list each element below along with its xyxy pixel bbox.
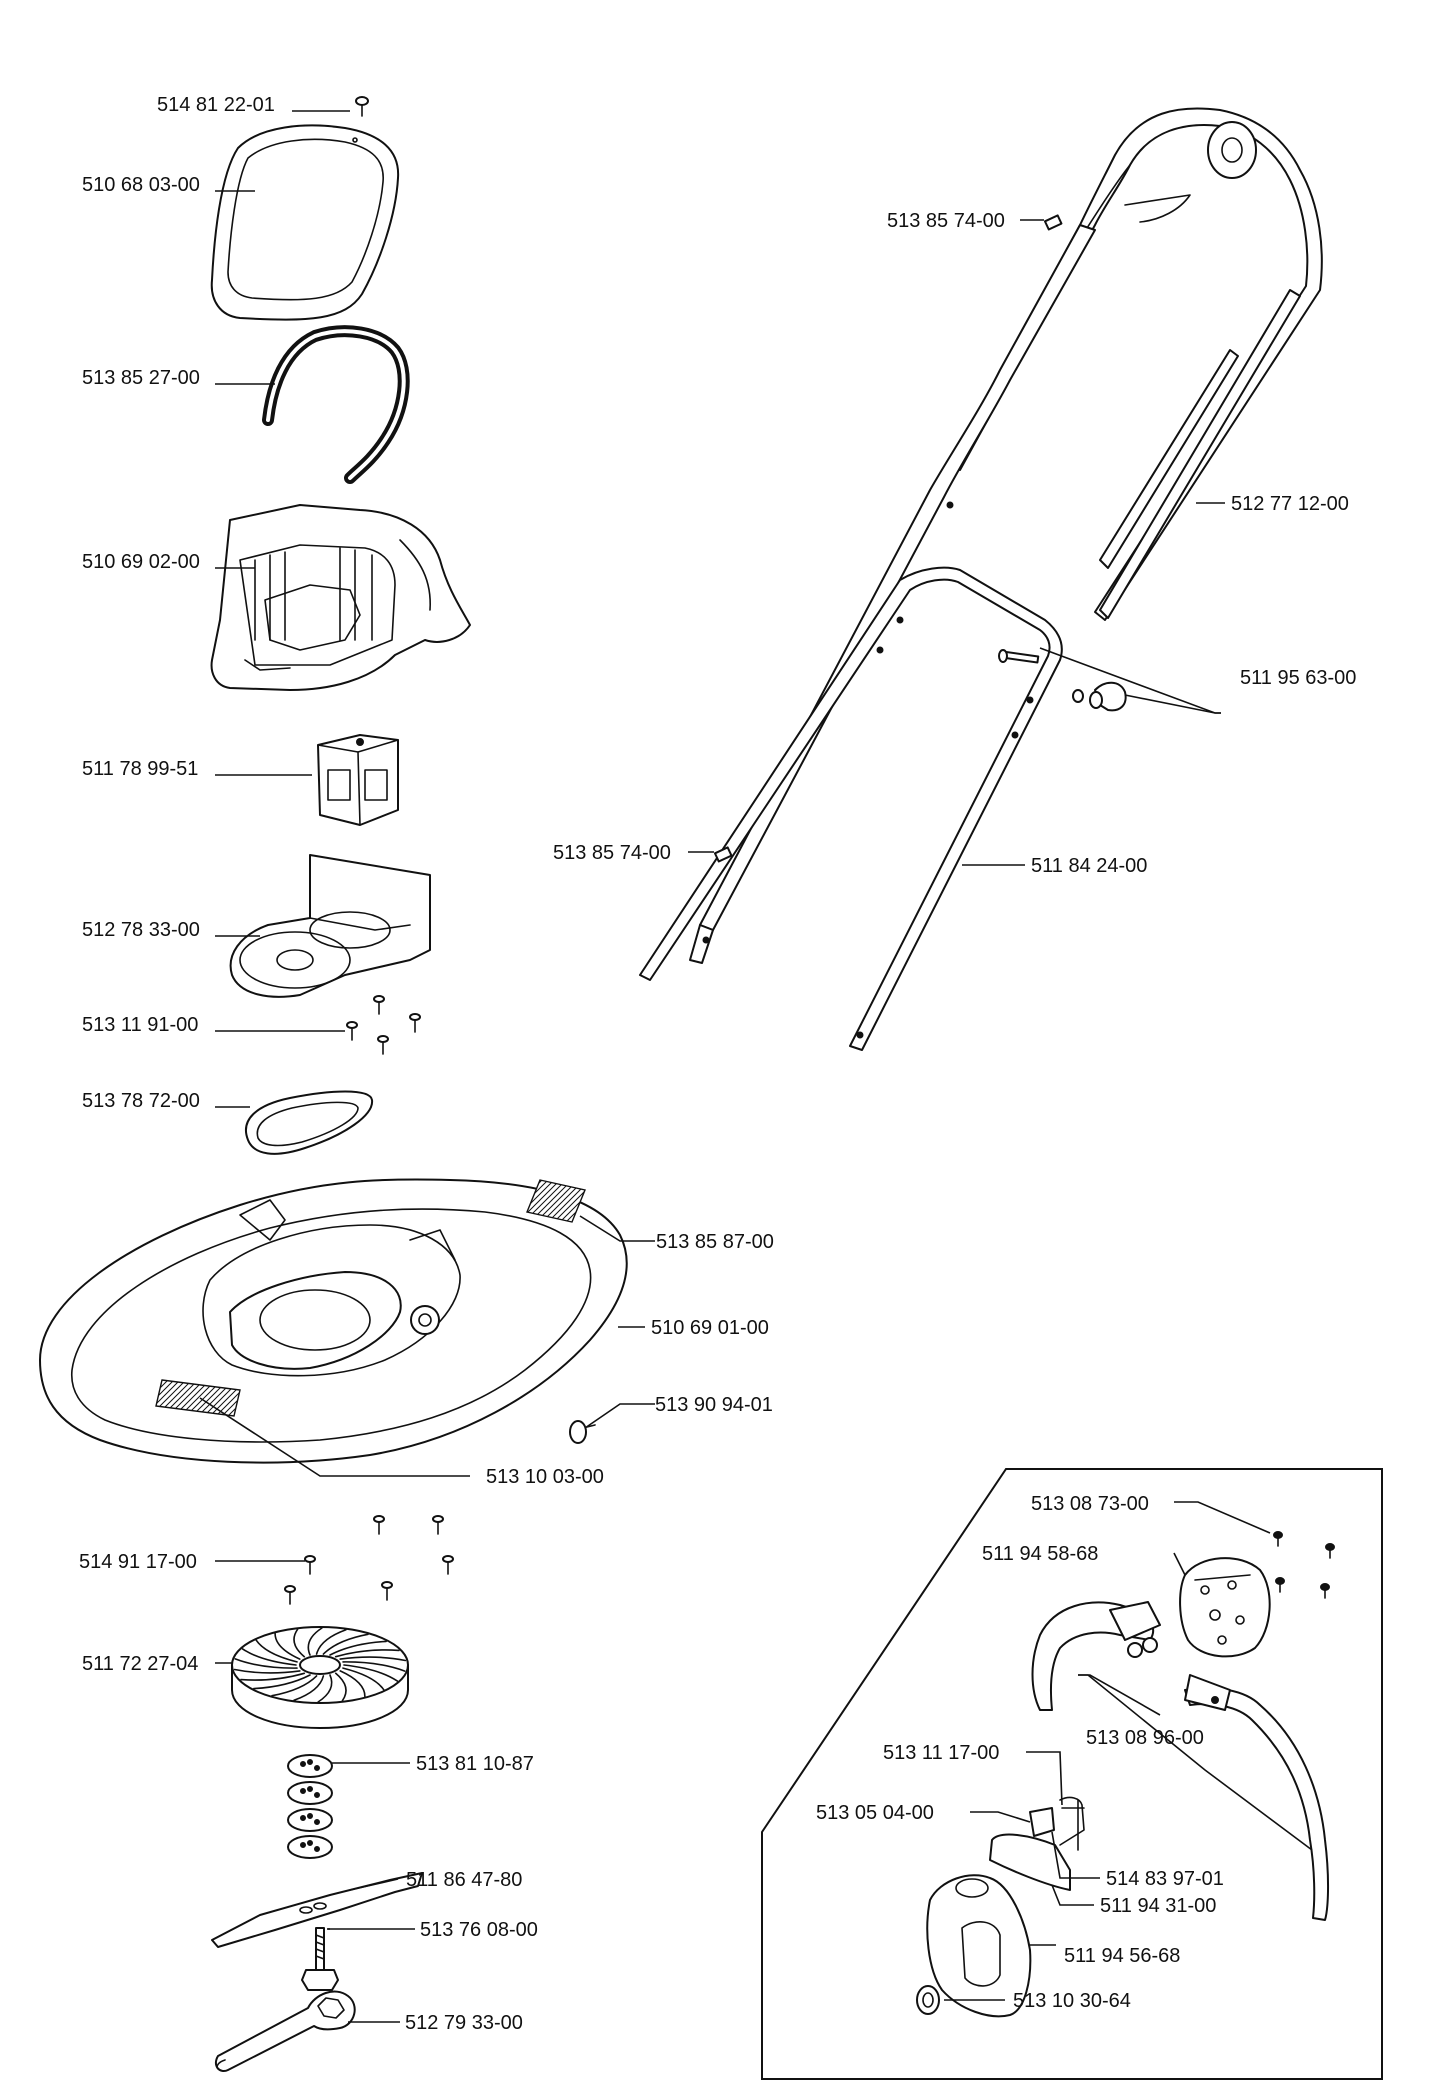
fan-blade — [322, 1633, 369, 1655]
screw-514-81-22-01 — [355, 96, 369, 117]
part-label-p8: 513 78 72-00 — [82, 1090, 200, 1112]
blade-bolt — [301, 1927, 339, 1991]
part-label-p7: 513 11 91-00 — [82, 1014, 198, 1036]
fan-blade — [339, 1670, 366, 1698]
handle-knob — [1089, 681, 1127, 712]
fan-blade — [329, 1640, 387, 1656]
part-label-p23: 511 84 24-00 — [1031, 855, 1147, 877]
screws-514-91-17-00 — [284, 1515, 454, 1605]
part-label-p25: 511 94 58-68 — [982, 1543, 1098, 1565]
part-label-p20: 512 77 12-00 — [1231, 493, 1349, 515]
fan-blade — [234, 1658, 298, 1669]
part-label-p18: 512 79 33-00 — [405, 2012, 523, 2034]
part-number-labels: 514 81 22-01 510 68 03-00 513 85 27-00 510 … — [79, 94, 1356, 2034]
part-label-p10: 510 69 01-00 — [651, 1317, 769, 1339]
fan-blade — [271, 1675, 318, 1697]
part-label-p31: 511 94 56-68 — [1064, 1945, 1180, 1967]
part-label-p2: 510 68 03-00 — [82, 174, 200, 196]
part-label-p27: 513 11 17-00 — [883, 1742, 999, 1764]
mower-deck — [39, 1178, 628, 1464]
upper-housing — [210, 504, 471, 691]
fan-blade — [293, 1628, 306, 1658]
part-label-p11: 513 90 94-01 — [655, 1394, 773, 1416]
switch-lever — [1031, 1601, 1161, 1711]
fan-blade — [274, 1632, 301, 1660]
fan-blade — [339, 1656, 407, 1662]
cable-clip-upper — [1043, 214, 1063, 231]
part-label-p12: 513 10 03-00 — [486, 1466, 604, 1488]
lower-handle — [639, 566, 1063, 1051]
part-label-p21: 511 95 63-00 — [1240, 667, 1356, 689]
motor-base — [229, 854, 431, 998]
part-label-p24: 513 08 73-00 — [1031, 1493, 1149, 1515]
part-label-p14: 511 72 27-04 — [82, 1653, 198, 1675]
fan-blade — [315, 1628, 347, 1655]
handle-bar-right — [1099, 289, 1301, 619]
part-label-p19: 513 85 74-00 — [887, 210, 1005, 232]
screws-513-11-91-00 — [346, 995, 421, 1055]
part-label-p17: 513 76 08-00 — [420, 1919, 538, 1941]
cable-grommet — [916, 1985, 940, 2015]
fan-blade — [233, 1668, 301, 1674]
cable-switch — [1029, 1796, 1085, 1851]
part-label-p3: 513 85 27-00 — [82, 367, 200, 389]
fan-blade — [253, 1674, 311, 1690]
part-label-p9: 513 85 87-00 — [656, 1231, 774, 1253]
fan-blade — [241, 1648, 297, 1666]
part-label-p32: 513 10 30-64 — [1013, 1990, 1131, 2012]
part-label-p5: 511 78 99-51 — [82, 758, 198, 780]
fan-impeller — [231, 1626, 409, 1729]
part-label-p1: 514 81 22-01 — [157, 94, 275, 116]
part-label-p16: 511 86 47-80 — [406, 1869, 522, 1891]
switch-housing-cover — [1179, 1557, 1271, 1658]
washer-stack — [287, 1754, 333, 1859]
fan-blade — [342, 1661, 406, 1672]
handle-grip-bar — [1184, 1674, 1330, 1921]
fan-blade — [334, 1649, 400, 1658]
detail-inset-frame — [761, 1468, 1383, 2080]
handle-bolt-511-95-63-00 — [998, 649, 1040, 664]
leader-lines — [199, 110, 1313, 2023]
part-label-p15: 513 81 10-87 — [416, 1753, 534, 1775]
rubber-seal — [262, 325, 410, 484]
cable-clip-lower — [713, 846, 733, 863]
part-label-p22: 513 85 74-00 — [553, 842, 671, 864]
part-label-p28: 513 05 04-00 — [816, 1802, 934, 1824]
part-label-p4: 510 69 02-00 — [82, 551, 200, 573]
fan-blade — [317, 1674, 333, 1703]
part-label-p6: 512 78 33-00 — [82, 919, 200, 941]
cable-guide — [989, 1833, 1071, 1891]
switch-box — [926, 1874, 1032, 2018]
upper-handle — [949, 107, 1323, 621]
fan-blade — [255, 1639, 298, 1663]
handle-washer — [1072, 689, 1084, 703]
fan-blade — [307, 1627, 323, 1656]
part-label-p30: 511 94 31-00 — [1100, 1895, 1216, 1917]
part-label-p29: 514 83 97-01 — [1106, 1868, 1224, 1890]
spanner-tool — [214, 1990, 356, 2072]
label-sticker-513-10-03-00 — [155, 1379, 241, 1417]
fan-blade — [343, 1664, 399, 1682]
label-sticker-513-85-87-00 — [526, 1179, 586, 1223]
inset-screws-513-08-73-00 — [1273, 1531, 1335, 1599]
part-label-p13: 514 91 17-00 — [79, 1551, 197, 1573]
fan-blade — [240, 1672, 306, 1681]
part-label-p26: 513 08 96-00 — [1086, 1727, 1204, 1749]
drive-belt — [245, 1090, 374, 1155]
fan-blade — [293, 1675, 325, 1702]
cutting-blade — [211, 1872, 423, 1948]
fan-blade — [342, 1667, 385, 1691]
top-cover — [210, 124, 400, 321]
motor — [317, 734, 399, 826]
fan-blade — [334, 1672, 347, 1702]
